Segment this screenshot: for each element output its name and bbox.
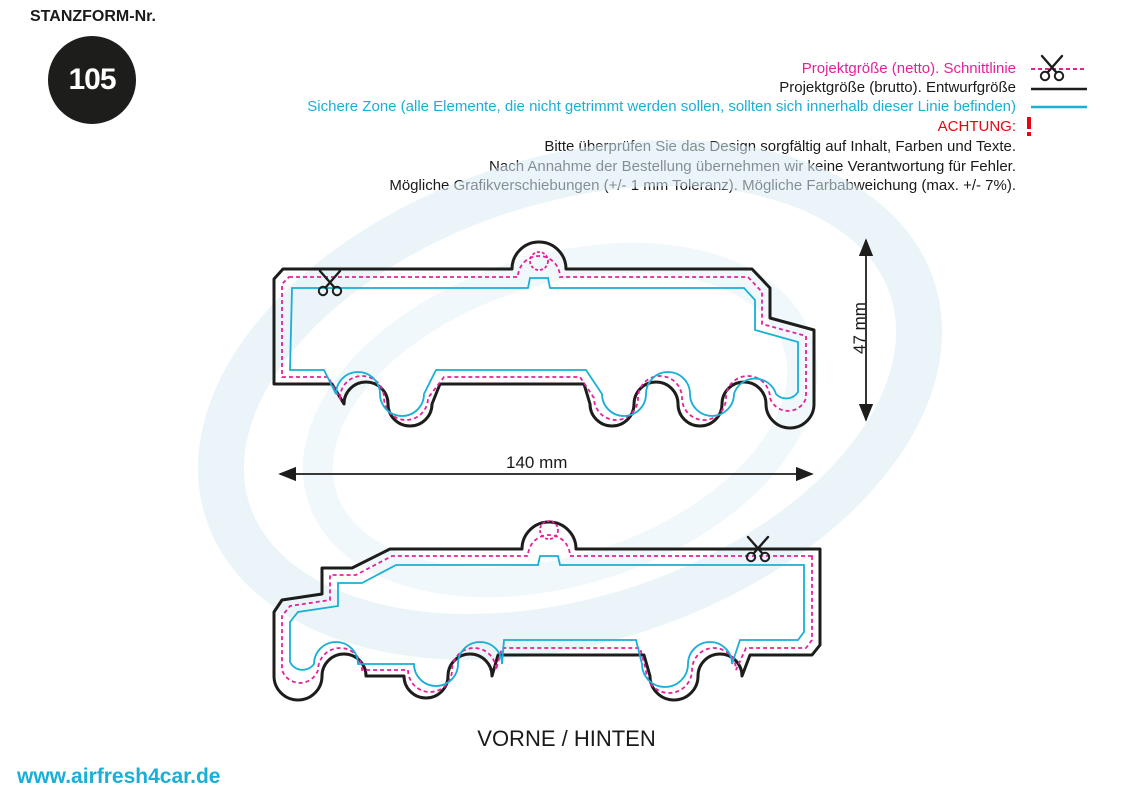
legend-safe-zone: Sichere Zone (alle Elemente, die nicht g… <box>307 98 1016 115</box>
width-dimension-label: 140 mm <box>506 453 568 472</box>
legend-cut-line: Projektgröße (netto). Schnittlinie <box>801 60 1016 77</box>
legend-swatch-cut <box>1031 54 1087 82</box>
legend-warning: ACHTUNG: <box>937 118 1016 135</box>
header-label: STANZFORM-Nr. <box>30 8 156 25</box>
die-number-badge: 105 <box>48 36 136 124</box>
die-shape-bottom <box>272 520 822 702</box>
side-caption: VORNE / HINTEN <box>477 726 656 751</box>
website-link[interactable]: www.airfresh4car.de <box>17 765 221 788</box>
die-number: 105 <box>68 63 116 96</box>
legend-gross-size: Projektgröße (brutto). Entwurfgröße <box>779 79 1016 96</box>
height-dimension-label: 47 mm <box>850 302 869 354</box>
exclamation-icon <box>1027 117 1031 136</box>
die-shape-top <box>272 240 816 430</box>
